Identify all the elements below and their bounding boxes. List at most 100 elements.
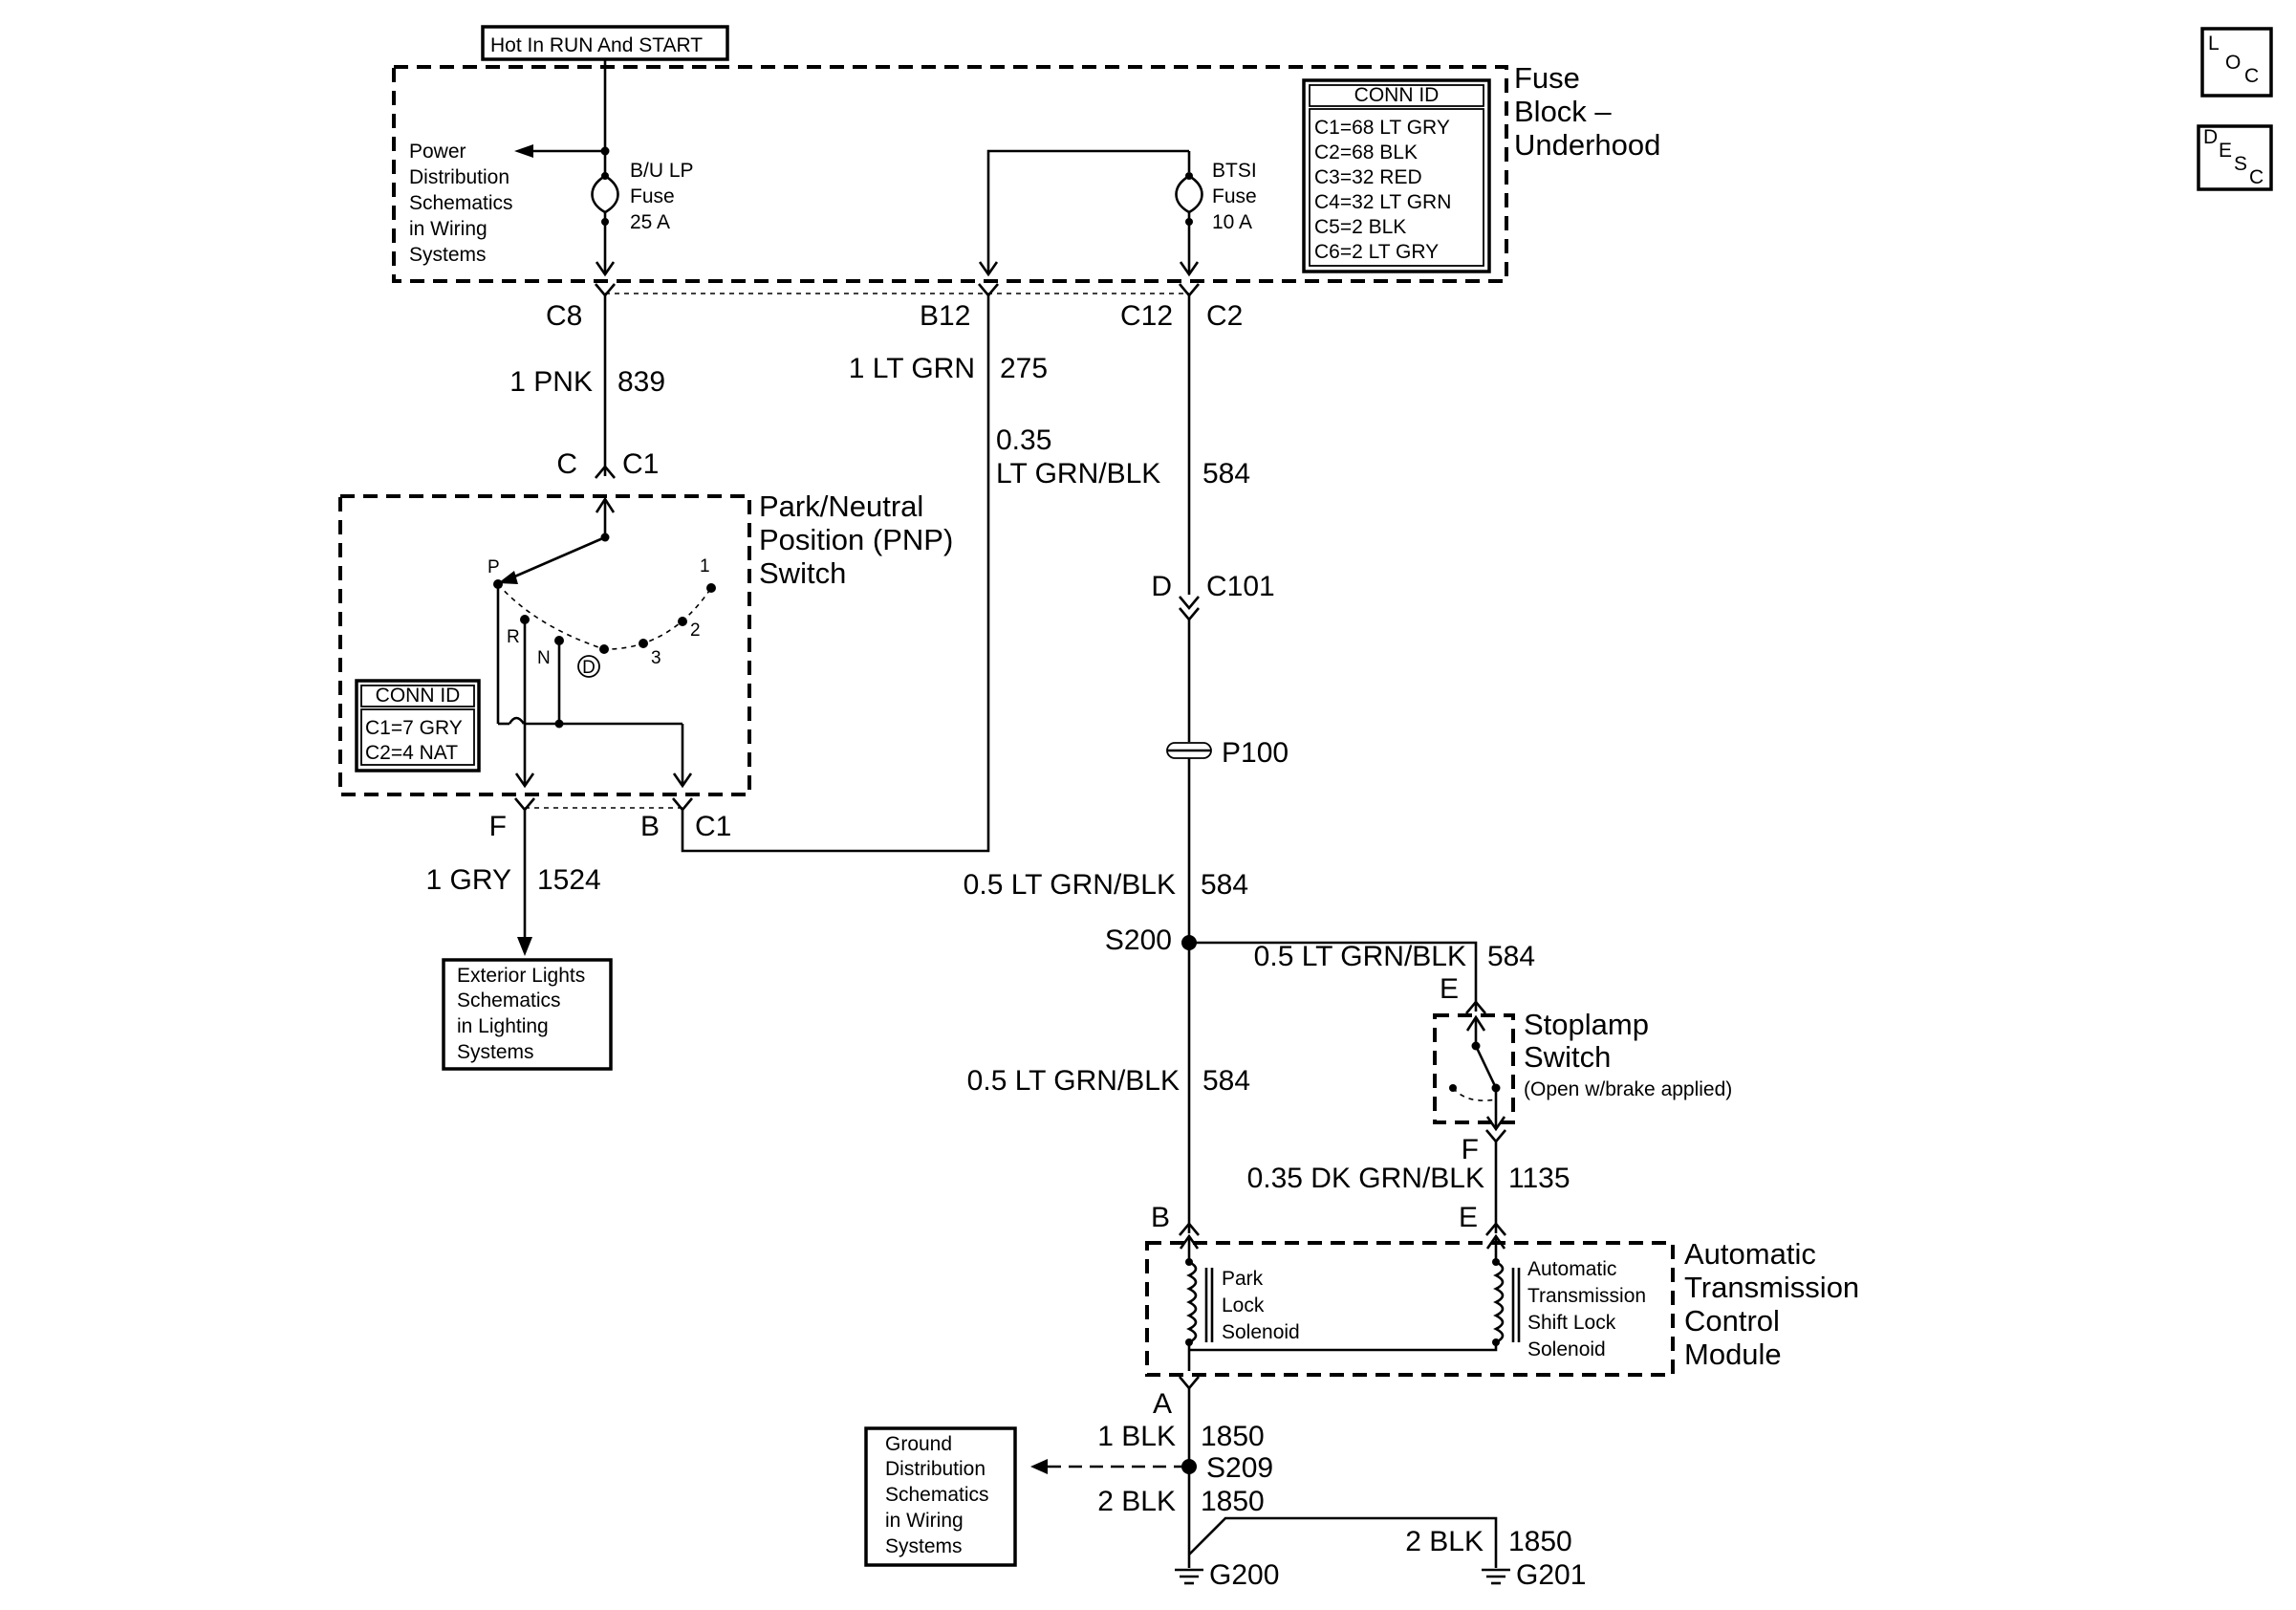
shift-lock-label-1: Automatic — [1527, 1258, 1616, 1280]
svg-text:S: S — [2234, 153, 2247, 175]
park-lock-label-1: Park — [1222, 1268, 1264, 1290]
stoplamp-pin-f: F — [1462, 1134, 1479, 1165]
desc-button[interactable]: D E S C — [2197, 124, 2273, 191]
tcm-title-3: Control — [1684, 1304, 1780, 1338]
pnp-pos-n: N — [537, 648, 551, 668]
wire-275-circuit: 275 — [1000, 353, 1048, 384]
wire-1850b-color: 2 BLK — [1097, 1486, 1176, 1517]
ground-ref-5: Systems — [885, 1535, 963, 1557]
arrow-down-icon — [517, 937, 532, 956]
exterior-lights-ref-2: Schematics — [457, 990, 561, 1012]
splice-s200: S200 — [1105, 925, 1172, 956]
wire-1850c-color: 2 BLK — [1405, 1526, 1484, 1557]
park-lock-label-3: Solenoid — [1222, 1321, 1300, 1343]
pnp-switch-title-2: Position (PNP) — [759, 523, 953, 556]
wire-584d-circuit: 584 — [1202, 1065, 1250, 1097]
pnp-pos-p: P — [487, 557, 500, 577]
conn-id-c6: C6=2 LT GRY — [1314, 241, 1439, 263]
pnp-top-conn: C1 — [622, 448, 659, 480]
bu-lp-fuse-label-3: 25 A — [630, 211, 670, 233]
exterior-lights-ref-box — [442, 958, 613, 1071]
wire-275-color: 1 LT GRN — [849, 353, 975, 384]
wire-839-circuit: 839 — [617, 366, 665, 398]
wire-584-color: LT GRN/BLK — [996, 458, 1160, 490]
terminal-c12: C12 — [1120, 300, 1173, 332]
ground-distribution-ref-box — [864, 1426, 1017, 1567]
fuse-block-title-3: Underhood — [1514, 128, 1660, 162]
conn-id-title: CONN ID — [1354, 84, 1440, 106]
conn-id-c1: C1=68 LT GRY — [1314, 117, 1450, 139]
wire-1850a-circuit: 1850 — [1201, 1421, 1265, 1452]
wire-584-circuit: 584 — [1202, 458, 1250, 490]
btsi-fuse-label-1: BTSI — [1212, 160, 1257, 182]
wire-584b-circuit: 584 — [1201, 869, 1248, 901]
svg-text:Schematics: Schematics — [409, 192, 513, 214]
wire-584-gauge: 0.35 — [996, 424, 1051, 456]
stoplamp-title-1: Stoplamp — [1524, 1008, 1649, 1041]
power-distribution-ref: Power Distribution Schematics in Wiring … — [409, 141, 513, 266]
btsi-fuse-label-2: Fuse — [1212, 185, 1257, 207]
pnp-wiper-arm — [503, 535, 606, 583]
wire-584b-color: 0.5 LT GRN/BLK — [964, 869, 1176, 901]
splice-pack-p100: P100 — [1222, 737, 1289, 769]
tcm-title-4: Module — [1684, 1338, 1782, 1371]
c101-pin: D — [1151, 571, 1172, 602]
exterior-lights-ref-3: in Lighting — [457, 1015, 549, 1037]
svg-text:C: C — [2249, 166, 2264, 188]
tcm-pin-e: E — [1459, 1202, 1478, 1233]
conn-id-c5: C5=2 BLK — [1314, 216, 1406, 238]
tcm-title-1: Automatic — [1684, 1237, 1816, 1271]
svg-text:O: O — [2225, 52, 2241, 74]
wire-584c-circuit: 584 — [1487, 941, 1535, 972]
ground-g201-icon — [1482, 1568, 1510, 1585]
pnp-pos-r: R — [507, 627, 520, 647]
shift-lock-label-4: Solenoid — [1527, 1338, 1606, 1360]
pnp-pos-d-circle — [577, 655, 600, 678]
wire-1135-circuit: 1135 — [1508, 1163, 1570, 1194]
stoplamp-title-2: Switch — [1524, 1040, 1611, 1074]
loc-button[interactable]: L O C — [2200, 27, 2273, 98]
wire-839-color: 1 PNK — [509, 366, 593, 398]
tcm-pin-b: B — [1151, 1202, 1170, 1233]
power-source-label: Hot In RUN And START — [490, 34, 703, 56]
splice-s209: S209 — [1206, 1452, 1273, 1484]
wire-1524-color: 1 GRY — [426, 864, 512, 896]
wire-1524-circuit: 1524 — [537, 864, 601, 896]
pnp-switch-outline — [338, 494, 751, 796]
svg-text:Distribution: Distribution — [409, 166, 509, 188]
tcm-pin-a: A — [1153, 1388, 1172, 1420]
park-lock-coil-icon — [1186, 1260, 1198, 1344]
pnp-conn-c1: C1 — [695, 811, 731, 842]
shift-lock-label-3: Shift Lock — [1527, 1312, 1616, 1334]
fuse-block-title-1: Fuse — [1514, 61, 1580, 95]
conn-id-c3: C3=32 RED — [1314, 166, 1422, 188]
wire-584d-color: 0.5 LT GRN/BLK — [967, 1065, 1180, 1097]
pnp-pin-b: B — [640, 811, 660, 842]
ground-ref-2: Distribution — [885, 1458, 986, 1480]
svg-text:in Wiring: in Wiring — [409, 218, 487, 240]
svg-text:L: L — [2208, 33, 2220, 54]
ground-ref-3: Schematics — [885, 1484, 989, 1506]
exterior-lights-ref-4: Systems — [457, 1041, 534, 1063]
btsi-fuse-label-3: 10 A — [1212, 211, 1252, 233]
conn-id-c2: C2=68 BLK — [1314, 141, 1418, 163]
arrow-left-dashed-icon — [1030, 1459, 1048, 1474]
wire-584c-color: 0.5 LT GRN/BLK — [1254, 941, 1466, 972]
pnp-top-pin: C — [556, 448, 577, 480]
pnp-pos-3: 3 — [651, 648, 661, 668]
pnp-switch-title-3: Switch — [759, 556, 846, 590]
pnp-switch-title-1: Park/Neutral — [759, 490, 923, 523]
ground-g200: G200 — [1209, 1559, 1279, 1591]
stoplamp-switch-outline — [1433, 1013, 1515, 1124]
btsi-fuse-icon — [1175, 174, 1203, 214]
pnp-conn-id-c2: C2=4 NAT — [365, 742, 458, 764]
conn-id-c4: C4=32 LT GRN — [1314, 191, 1451, 213]
bu-lp-fuse-label-2: Fuse — [630, 185, 675, 207]
tcm-outline — [1145, 1241, 1675, 1377]
wire-1850a-color: 1 BLK — [1097, 1421, 1176, 1452]
stoplamp-pin-e: E — [1440, 973, 1459, 1005]
terminal-c8: C8 — [546, 300, 582, 332]
ground-ref-1: Ground — [885, 1433, 952, 1455]
wire-275 — [681, 295, 990, 853]
stoplamp-note: (Open w/brake applied) — [1524, 1078, 1732, 1100]
